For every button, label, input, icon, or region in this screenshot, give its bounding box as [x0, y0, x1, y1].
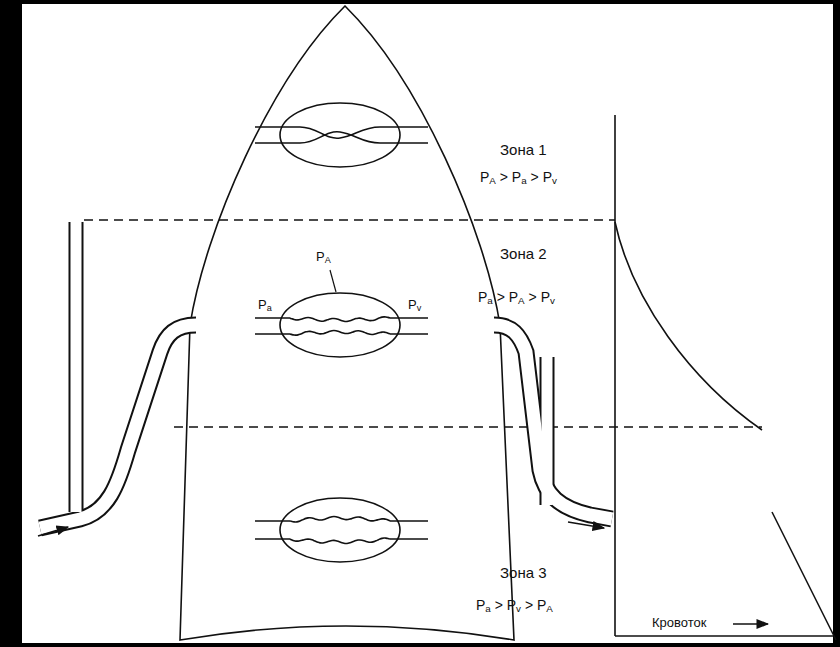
inflow-arrow [38, 527, 68, 536]
pressure-label: Pv [408, 298, 421, 312]
capillary-wall [290, 538, 390, 543]
outflow-arrow [568, 522, 604, 528]
axis-label: Кровоток [652, 616, 706, 630]
arterial-tube [40, 222, 196, 528]
flow-graph [615, 115, 836, 640]
zone-border [84, 219, 615, 221]
alveolus [280, 293, 400, 357]
alveolus [280, 498, 400, 562]
zone-label: Зона 3 [500, 565, 547, 582]
white-panel [22, 4, 833, 643]
capillary-wall [290, 517, 390, 522]
zone-border [174, 426, 762, 428]
lung-outline [180, 6, 514, 640]
zone-label: Зона 2 [500, 246, 547, 263]
flow-arrow [733, 623, 768, 625]
alveolus [280, 103, 400, 167]
pressure-label: PA [316, 250, 331, 264]
pressure-formula: Pa > Pv > PA [476, 598, 553, 613]
pressure-label: Pa [258, 298, 272, 312]
capillary [255, 127, 428, 143]
pressure-formula: PA > Pa > Pv [480, 170, 557, 185]
leader-line [330, 270, 336, 292]
capillary [255, 317, 428, 544]
venous-tube [494, 325, 612, 519]
capillary-wall [290, 317, 390, 322]
zone-label: Зона 1 [500, 142, 547, 159]
pressure-formula: Pa > PA > Pv [478, 290, 555, 305]
capillary-wall [290, 331, 390, 336]
